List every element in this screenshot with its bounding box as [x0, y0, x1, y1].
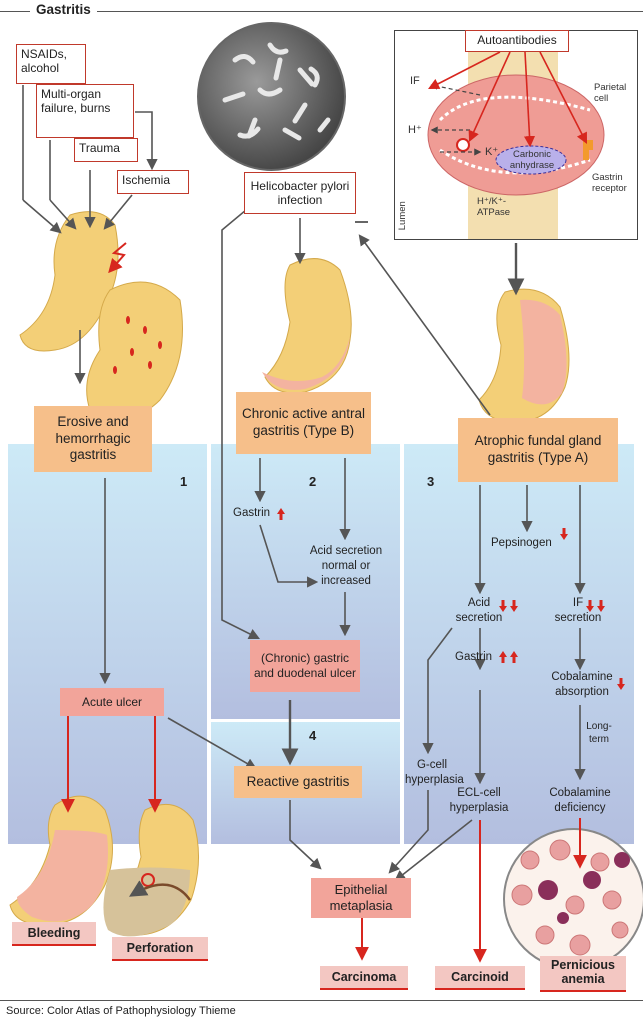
label-gastrin-col2: Gastrin: [233, 507, 271, 519]
cause-multi-organ: Multi-organ failure, burns: [36, 84, 134, 138]
section-number-2: 2: [309, 474, 317, 489]
label-pepsinogen: Pepsinogen: [491, 537, 552, 549]
cause-ischemia: Ischemia: [117, 170, 189, 194]
page-title: Gastritis: [30, 2, 97, 17]
panel-3: [404, 444, 634, 844]
label-atpase: H⁺/K⁺-ATPase: [477, 196, 511, 219]
blood-cells: [511, 839, 629, 956]
label-h: H⁺: [408, 124, 422, 136]
section-number-4: 4: [309, 728, 317, 743]
parietal-cell-shape: [427, 32, 605, 239]
cause-nsaids: NSAIDs, alcohol: [16, 44, 86, 84]
label-ecl-cell: ECL-cell hyperplasia: [449, 787, 509, 814]
autoantibody-arrows: [428, 51, 588, 148]
red-arrows: [61, 716, 587, 963]
atrophic-fundal-gastritis-box: Atrophic fundal gland gastritis (Type A): [458, 418, 618, 482]
label-parietal-cell: Parietal cell: [594, 82, 627, 105]
white-blood-cells: [538, 852, 630, 924]
title-rule: [0, 11, 643, 12]
chronic-antral-gastritis-box: Chronic active antral gastritis (Type B): [236, 392, 371, 454]
stomach-erosive: [19, 211, 183, 419]
label-acid-secretion-col3: Acid secretion: [455, 597, 503, 624]
outcome-pernicious-anemia: Pernicious anemia: [540, 956, 626, 992]
stomach-antral: [262, 258, 352, 394]
outcome-perforation: Perforation: [112, 937, 208, 961]
h-pylori-box: Helicobacter pylori infection: [244, 172, 356, 214]
panel-1: [8, 444, 207, 844]
cause-trauma: Trauma: [74, 138, 138, 162]
label-g-cell: G-cell hyperplasia: [405, 759, 464, 786]
section-number-3: 3: [427, 474, 435, 489]
acute-ulcer-box: Acute ulcer: [60, 688, 164, 716]
chronic-ulcer-box: (Chronic) gastric and duodenal ulcer: [250, 640, 360, 692]
outcome-bleeding: Bleeding: [12, 922, 96, 946]
section-number-1: 1: [180, 474, 188, 489]
label-long-term: Long-term: [586, 721, 612, 745]
label-gastrin-receptor: Gastrin receptor: [592, 172, 627, 195]
label-if: IF: [410, 75, 420, 87]
outcome-carcinoid: Carcinoid: [435, 966, 525, 990]
reactive-gastritis-box: Reactive gastritis: [234, 766, 362, 798]
bottom-rule: [0, 1000, 643, 1001]
erosive-gastritis-box: Erosive and hemorrhagic gastritis: [34, 406, 152, 472]
label-gastrin-col3: Gastrin: [455, 651, 493, 663]
stomach-bleeding: [9, 795, 113, 926]
label-cobalamine-deficiency: Cobalamine deficiency: [549, 787, 611, 814]
bacteria-shapes: [222, 42, 331, 141]
label-lumen: Lumen: [396, 201, 408, 231]
epithelial-metaplasia-box: Epithelial metaplasia: [311, 878, 411, 918]
source-note: Source: Color Atlas of Pathophysiology T…: [6, 1005, 236, 1017]
label-carbonic-anhydrase: Carbonic anhydrase: [509, 149, 555, 172]
flow-arrows: [22, 85, 586, 882]
label-if-secretion: IF secretion: [554, 597, 602, 624]
outcome-carcinoma: Carcinoma: [320, 966, 408, 990]
label-acid-secretion-col2: Acid secretion normal or increased: [309, 545, 383, 587]
stomach-perforation: [103, 803, 199, 937]
autoantibodies-box: Autoantibodies: [465, 30, 569, 52]
cell-arrows: [430, 82, 482, 156]
label-cobalamine-absorption: Cobalamine absorption: [551, 671, 613, 698]
label-k: K⁺: [485, 146, 499, 158]
indicator-arrows: [277, 508, 625, 690]
stomach-fundal: [478, 288, 570, 423]
